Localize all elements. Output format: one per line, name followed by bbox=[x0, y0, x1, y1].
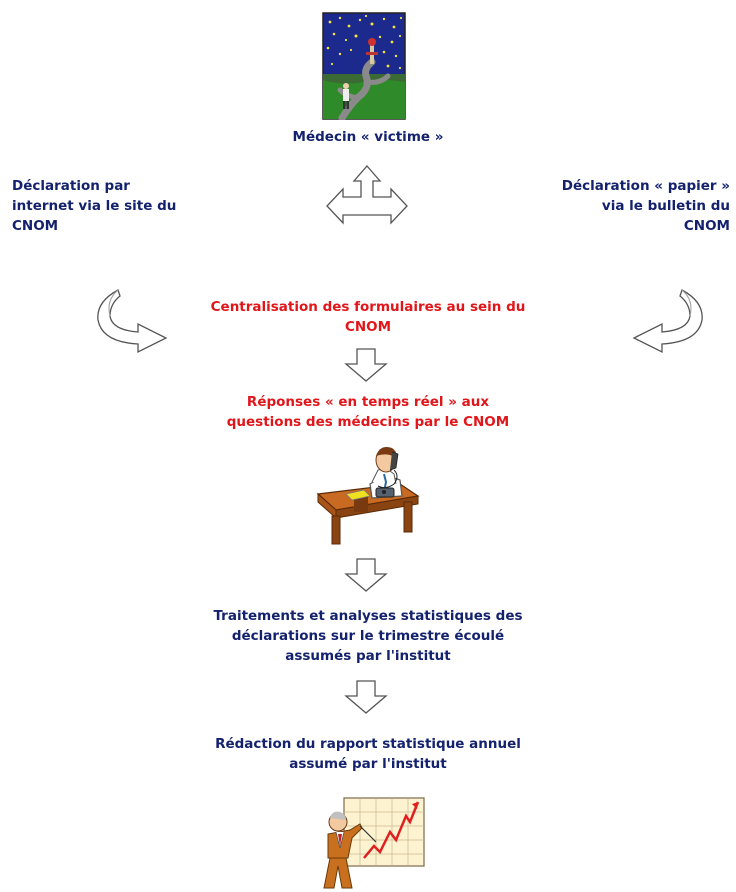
responses-label: Réponses « en temps réel » aux questions… bbox=[168, 392, 568, 432]
centralisation-label: Centralisation des formulaires au sein d… bbox=[168, 297, 568, 337]
internet-declaration-line-3: CNOM bbox=[12, 218, 59, 234]
paper-declaration-line-1: Déclaration « papier » bbox=[561, 178, 730, 194]
victim-label: Médecin « victime » bbox=[292, 129, 444, 145]
paper-declaration-line-3: CNOM bbox=[683, 218, 730, 234]
curved-arrow-left-icon bbox=[90, 288, 172, 356]
internet-declaration-line-2: internet via le site du bbox=[12, 198, 177, 214]
treatments-line-2: déclarations sur le trimestre écoulé bbox=[231, 628, 505, 644]
responses-line-1: Réponses « en temps réel » aux bbox=[246, 394, 490, 410]
paper-declaration-label: Déclaration « papier » via le bulletin d… bbox=[524, 176, 730, 236]
report-line-2: assumé par l'institut bbox=[289, 756, 447, 772]
treatments-line-3: assumés par l'institut bbox=[285, 648, 451, 664]
treatments-label: Traitements et analyses statistiques des… bbox=[160, 606, 576, 666]
centralisation-line-2: CNOM bbox=[344, 319, 392, 335]
down-arrow-icon bbox=[344, 680, 388, 714]
report-label: Rédaction du rapport statistique annuel … bbox=[160, 734, 576, 774]
report-line-1: Rédaction du rapport statistique annuel bbox=[215, 736, 521, 752]
treatments-line-1: Traitements et analyses statistiques des bbox=[213, 608, 523, 624]
internet-declaration-label: Déclaration par internet via le site du … bbox=[12, 176, 212, 236]
paper-declaration-line-2: via le bulletin du bbox=[601, 198, 730, 214]
curved-arrow-right-icon bbox=[628, 288, 710, 356]
man-presenting-chart-icon bbox=[316, 796, 428, 892]
centralisation-line-1: Centralisation des formulaires au sein d… bbox=[210, 299, 526, 315]
doctor-night-scene-icon bbox=[322, 12, 406, 120]
responses-line-2: questions des médecins par le CNOM bbox=[226, 414, 510, 430]
down-arrow-icon bbox=[344, 558, 388, 592]
down-arrow-icon bbox=[344, 348, 388, 382]
man-on-phone-at-desk-icon bbox=[314, 440, 422, 548]
internet-declaration-line-1: Déclaration par bbox=[12, 178, 130, 194]
three-way-arrow-icon bbox=[324, 164, 410, 232]
